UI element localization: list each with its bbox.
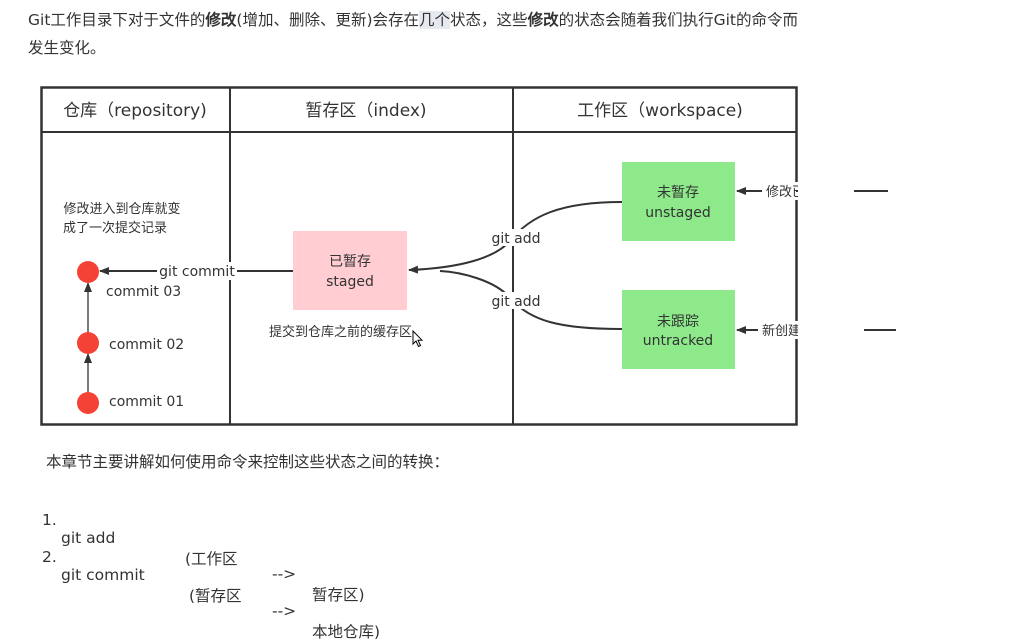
- git-add-label-1-bg: [488, 229, 544, 246]
- header-index: 暂存区（index): [305, 101, 426, 121]
- staged-label-cn: 已暂存: [329, 254, 371, 270]
- list-item-command: git add: [61, 529, 116, 547]
- intro-highlight: 几个: [419, 11, 451, 29]
- diagram-frame: [40, 86, 798, 426]
- git-add-label-2-bg: [488, 292, 544, 309]
- intro-line-1: Git工作目录下对于文件的修改(增加、删除、更新)会存在几个状态，这些修改的状态…: [28, 11, 798, 29]
- intro-bold-2: 修改: [527, 11, 559, 29]
- commit-03-label: commit 03: [106, 284, 181, 300]
- new-file-input-label-bg: [758, 321, 798, 339]
- header-workspace: 工作区（workspace): [577, 101, 743, 121]
- commit-arrow-label-bg: [157, 262, 237, 280]
- summary-text: 本章节主要讲解如何使用命令来控制这些状态之间的转换：: [46, 453, 450, 471]
- commit-01-label: commit 01: [109, 394, 184, 410]
- staged-caption: 提交到仓库之前的缓存区: [269, 324, 412, 340]
- commit-02-label: commit 02: [109, 337, 184, 353]
- list-item: 2. git commit (暂存区 --> 本地仓库): [42, 548, 381, 641]
- unstaged-box: [622, 162, 735, 241]
- commit-03-dot: [77, 261, 99, 283]
- unstaged-label-en: unstaged: [645, 205, 711, 221]
- commit-01-dot: [77, 392, 99, 414]
- list-item-command: git commit: [61, 566, 145, 584]
- modify-input-label: 修改已有文件: [766, 185, 798, 200]
- repo-note-line-2: 成了一次提交记录: [63, 220, 167, 236]
- git-states-diagram: 仓库（repository) 暂存区（index) 工作区（workspace)…: [40, 86, 798, 426]
- intro-line-2: 发生变化。: [28, 39, 106, 57]
- staged-box: [293, 231, 407, 310]
- repo-note-line-1: 修改进入到仓库就变: [63, 201, 180, 217]
- untracked-label-cn: 未跟踪: [657, 314, 699, 330]
- unstaged-label-cn: 未暂存: [657, 185, 699, 201]
- commit-arrow-label: git commit: [159, 264, 235, 280]
- mouse-cursor-icon: [412, 330, 424, 348]
- git-add-label-2: git add: [491, 294, 540, 310]
- header-repository: 仓库（repository): [63, 101, 207, 121]
- commit-02-dot: [77, 332, 99, 354]
- untracked-label-en: untracked: [643, 333, 713, 349]
- git-add-label-1: git add: [491, 231, 540, 247]
- intro-bold-1: 修改: [205, 11, 237, 29]
- input-arrows-overflow: [798, 96, 896, 331]
- new-file-input-label: 新创建一个文件: [762, 323, 798, 339]
- modify-input-label-bg: [762, 182, 798, 200]
- intro-paragraph: Git工作目录下对于文件的修改(增加、删除、更新)会存在几个状态，这些修改的状态…: [28, 6, 928, 62]
- staged-label-en: staged: [326, 274, 374, 290]
- untracked-box: [622, 290, 735, 369]
